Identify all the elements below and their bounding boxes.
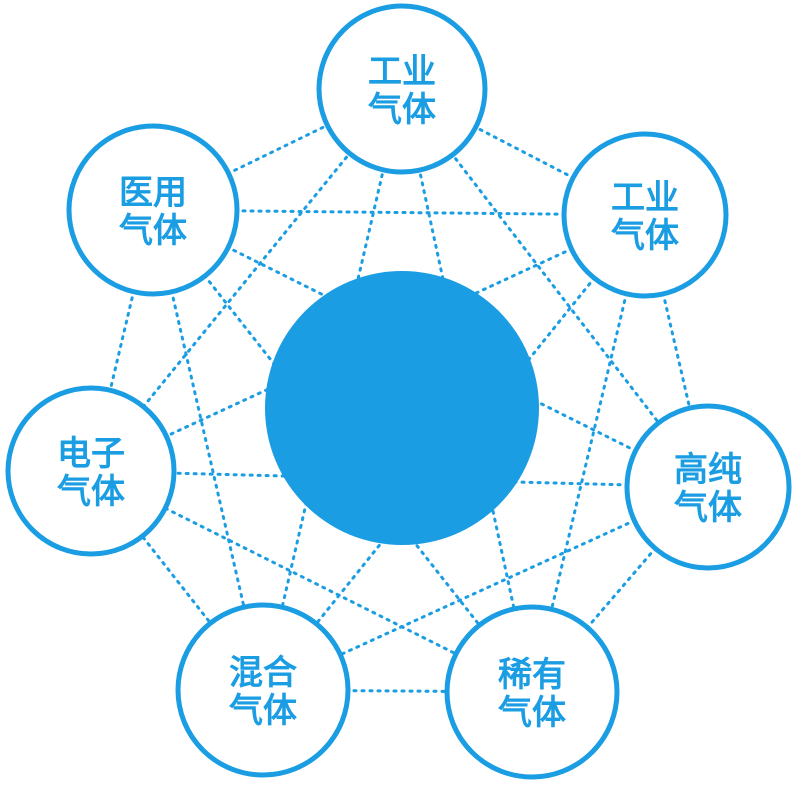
node-circle-right bbox=[624, 403, 792, 571]
node-bottom-right: 稀有气体 bbox=[444, 604, 620, 780]
node-label-line1: 稀有 bbox=[498, 655, 566, 695]
node-label-line2: 气体 bbox=[673, 488, 742, 528]
dotted-connector-top-top-right bbox=[400, 87, 647, 217]
dotted-connector-top-bottom-left bbox=[261, 87, 404, 692]
node-label-line2: 气体 bbox=[367, 90, 436, 130]
node-label-bottom-left: 混合气体 bbox=[228, 653, 297, 731]
node-label-line1: 高纯 bbox=[674, 450, 742, 490]
node-label-line1: 工业 bbox=[611, 178, 679, 218]
node-label-line2: 气体 bbox=[497, 693, 566, 733]
node-circle-top-right bbox=[561, 131, 729, 299]
node-label-line1: 混合 bbox=[229, 653, 297, 693]
node-label-bottom-right: 稀有气体 bbox=[497, 655, 566, 733]
node-bottom-left: 混合气体 bbox=[175, 602, 351, 778]
node-top: 工业气体 bbox=[316, 3, 488, 175]
node-label-line1: 电子 bbox=[57, 434, 125, 474]
node-circle-top-left bbox=[66, 123, 240, 297]
node-label-right: 高纯气体 bbox=[673, 450, 742, 528]
node-circle-bottom-left bbox=[175, 602, 351, 778]
dotted-connector-top-right bbox=[400, 87, 710, 489]
node-label-top-left: 医用气体 bbox=[118, 173, 187, 251]
node-label-line2: 气体 bbox=[56, 472, 125, 512]
node-label-top: 工业气体 bbox=[367, 52, 436, 130]
node-label-line1: 医用 bbox=[119, 173, 187, 213]
node-circle-top bbox=[316, 3, 488, 175]
node-label-line2: 气体 bbox=[610, 216, 679, 256]
node-circle-bottom-right bbox=[444, 604, 620, 780]
dotted-connector-top-bottom-right bbox=[400, 87, 534, 694]
dotted-connector-right-left bbox=[89, 469, 710, 489]
node-circle-left bbox=[5, 385, 177, 557]
node-label-line2: 气体 bbox=[118, 211, 187, 251]
dotted-connector-right-top-left bbox=[151, 208, 710, 489]
node-label-top-right: 工业气体 bbox=[610, 178, 679, 256]
node-top-right: 工业气体 bbox=[561, 131, 729, 299]
node-right: 高纯气体 bbox=[624, 403, 792, 571]
center-circle bbox=[265, 271, 539, 545]
node-top-left: 医用气体 bbox=[66, 123, 240, 297]
node-label-line2: 气体 bbox=[228, 691, 297, 731]
node-label-line1: 工业 bbox=[368, 52, 436, 92]
node-left: 电子气体 bbox=[5, 385, 177, 557]
node-label-left: 电子气体 bbox=[56, 434, 125, 512]
